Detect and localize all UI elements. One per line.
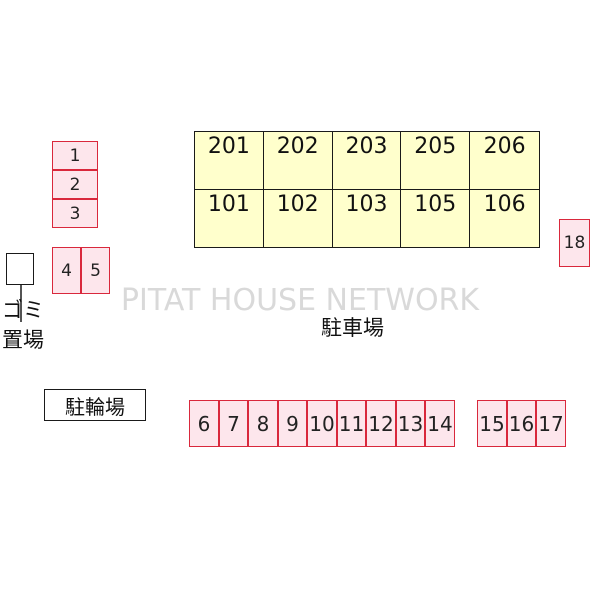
parking-space: 10 [307,400,337,447]
parking-space: 11 [337,400,366,447]
unit-lower: 102 [264,189,333,247]
parking-space: 9 [278,400,307,447]
parking-space: 12 [366,400,396,447]
parking-space: 6 [189,400,219,447]
trash-bin-box [6,253,34,285]
trash-label-line2: 置場 [2,328,44,352]
unit-upper: 206 [470,132,539,190]
parking-space: 13 [396,400,425,447]
parking-space: 3 [52,199,98,228]
parking-space: 16 [507,400,536,447]
unit-lower: 105 [401,189,471,247]
apartment-building: 201 202 203 205 206 101 102 103 105 106 [194,131,540,248]
unit-upper: 202 [263,132,333,190]
bicycle-parking-label: 駐輪場 [65,394,125,419]
parking-space: 17 [536,400,566,447]
unit-upper: 205 [401,132,471,190]
parking-space: 7 [219,400,248,447]
watermark: PITAT HOUSE NETWORK [120,283,480,318]
parking-space: 8 [248,400,278,447]
parking-space: 1 [52,141,98,170]
parking-space: 4 [52,247,81,294]
parking-space: 5 [81,247,110,294]
parking-space: 2 [52,170,98,199]
parking-space: 15 [477,400,507,447]
unit-lower: 106 [483,191,526,217]
parking-space: 18 [559,219,590,267]
unit-upper: 203 [332,132,402,190]
parking-lot-label: 駐車場 [321,316,384,340]
trash-label-line1: ゴミ [2,298,44,322]
unit-lower: 103 [333,189,402,247]
unit-lower: 101 [195,189,264,247]
bicycle-parking-box: 駐輪場 [44,389,146,421]
unit-upper: 201 [195,132,264,190]
parking-space: 14 [425,400,455,447]
